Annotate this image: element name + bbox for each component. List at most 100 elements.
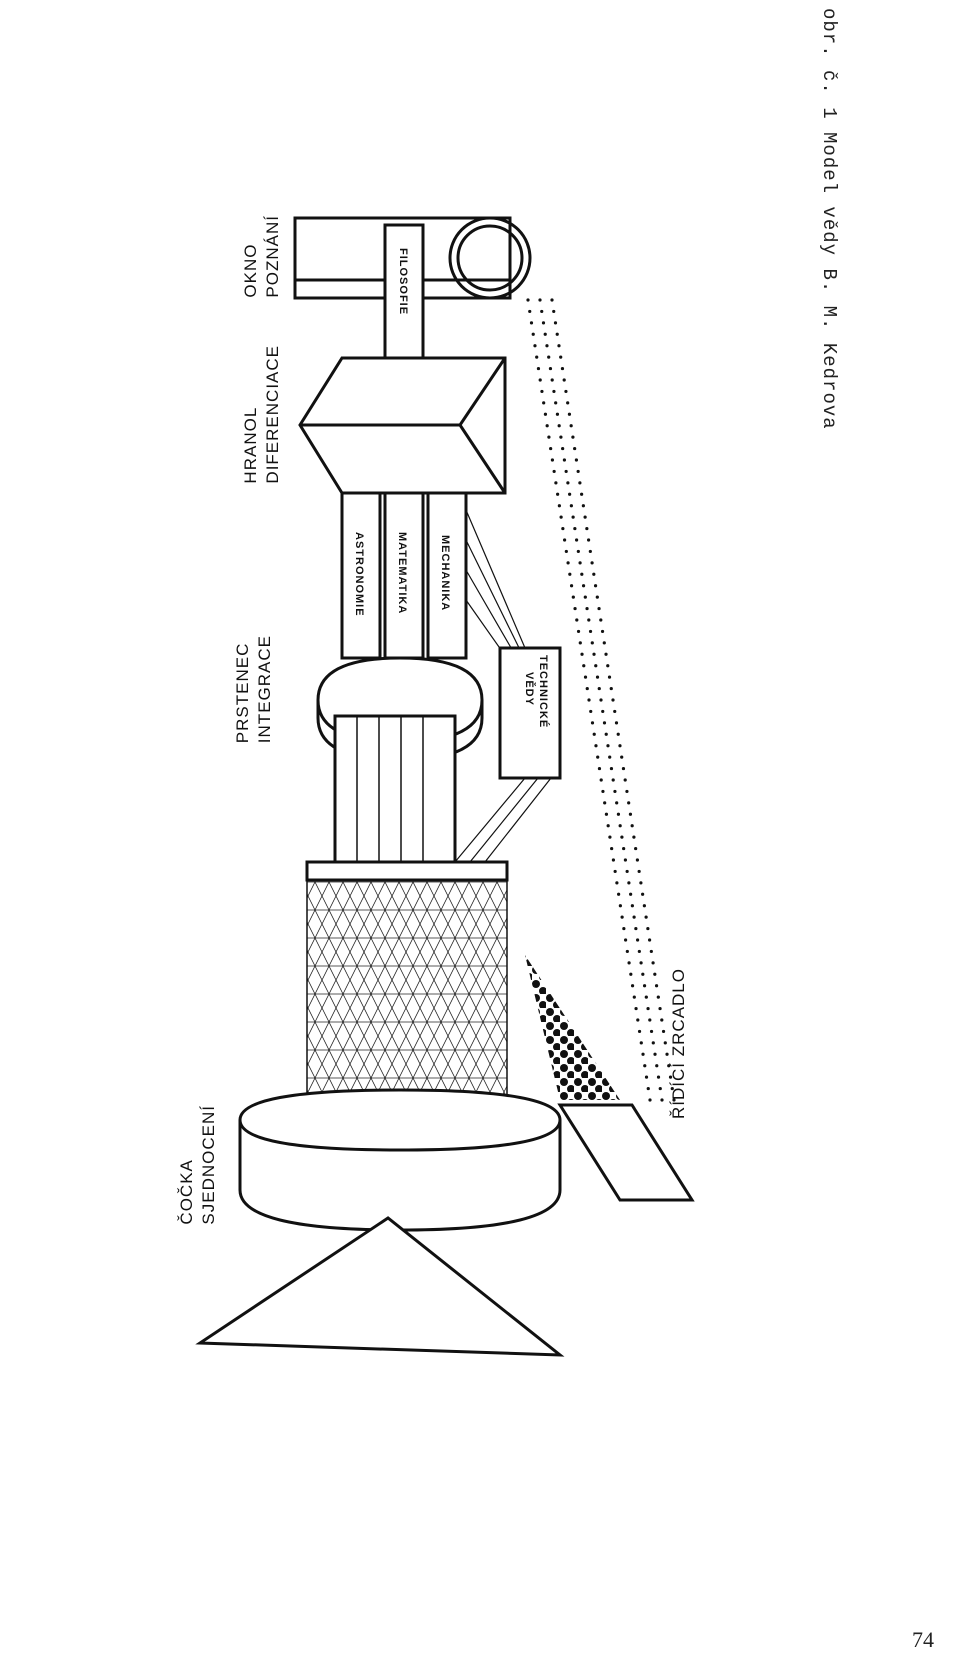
stream-dot: [595, 595, 599, 599]
stream-dot: [658, 1086, 662, 1091]
stream-dot: [618, 744, 622, 748]
hranol-line1: HRANOL: [241, 406, 260, 484]
stream-dot: [613, 869, 617, 874]
ridici-zrcadlo-label: ŘÍDÍCÍ ZRCADLO: [669, 968, 688, 1119]
stream-dot: [554, 401, 558, 405]
stream-dot: [529, 321, 534, 325]
stream-dot: [639, 1041, 643, 1045]
stream-dot: [618, 904, 622, 908]
stream-dot: [568, 572, 572, 576]
stream-dot: [620, 835, 624, 839]
hranol-prism: [298, 356, 507, 495]
stream-dot: [583, 515, 587, 519]
stream-dot: [625, 949, 629, 954]
stream-dot: [620, 755, 624, 759]
stream-dot: [587, 618, 591, 622]
stream-dot: [636, 938, 640, 942]
stream-dot: [627, 961, 631, 965]
vedy-label: VĚDY: [523, 672, 536, 706]
stream-dot: [555, 332, 559, 336]
stream-dot: [625, 869, 629, 874]
stream-dot: [540, 389, 544, 394]
cocka-label: ČOČKA SJEDNOCENÍ: [176, 1105, 220, 1225]
stream-dot: [575, 538, 579, 542]
stream-dot: [634, 1006, 638, 1011]
stream-dot: [538, 378, 542, 382]
prstenec-line2: INTEGRACE: [255, 635, 274, 744]
stream-dot: [632, 915, 636, 919]
stream-dot: [559, 435, 563, 439]
stream-dot: [611, 858, 616, 862]
stream-dot: [660, 1098, 664, 1102]
stream-dot: [603, 801, 607, 805]
stream-dot: [668, 1075, 673, 1079]
stream-dot: [609, 686, 613, 691]
science-bars: [340, 491, 468, 660]
stream-dot: [618, 824, 622, 828]
stream-dot: [608, 835, 612, 839]
stream-dot: [606, 824, 610, 828]
stream-dot: [615, 801, 619, 805]
hranol-line2: DIFERENCIACE: [263, 345, 282, 484]
stream-dot: [599, 778, 603, 782]
stream-dot: [604, 652, 608, 656]
stream-dot: [658, 1006, 662, 1011]
stream-dot: [610, 846, 614, 851]
stream-dot: [569, 584, 574, 588]
stream-dot: [649, 1029, 654, 1034]
stream-dot: [602, 721, 607, 725]
stream-dot: [623, 858, 628, 862]
stream-dot: [548, 366, 553, 371]
stream-dot: [545, 344, 549, 348]
stream-dot: [604, 812, 609, 816]
stream-dot: [573, 606, 577, 611]
stream-dot: [601, 709, 605, 714]
stream-dot: [543, 332, 547, 336]
stream-dot: [600, 629, 605, 634]
integration-column: [333, 714, 457, 864]
stream-dot: [609, 766, 614, 771]
stream-dot: [642, 984, 647, 988]
stream-dot: [644, 995, 648, 999]
stream-dot: [606, 664, 610, 668]
stream-dot: [599, 698, 603, 702]
stream-dot: [629, 892, 633, 896]
mirror-beam-dotted: [525, 955, 620, 1100]
stream-dot: [562, 458, 567, 462]
stream-dot: [550, 458, 555, 462]
stream-dot: [653, 972, 657, 976]
stream-dot: [630, 984, 635, 988]
stream-dot: [613, 789, 617, 794]
stream-dot: [540, 309, 544, 314]
stream-dot: [569, 424, 573, 428]
stream-dot: [555, 412, 560, 416]
stream-dot: [663, 1041, 667, 1045]
stream-dot: [528, 309, 532, 314]
stream-dot: [590, 721, 595, 725]
stream-dot: [550, 378, 554, 382]
stream-dot: [622, 926, 626, 931]
stream-dot: [653, 1052, 657, 1056]
integration-plate: [305, 860, 509, 882]
stream-dot: [526, 298, 530, 302]
stream-dot: [648, 1018, 652, 1022]
stream-dot: [588, 629, 593, 634]
stream-dot: [542, 401, 546, 405]
stream-dot: [614, 721, 619, 725]
stream-dot: [594, 664, 598, 668]
stream-dot: [620, 915, 624, 919]
stream-dot: [553, 321, 558, 325]
stream-dot: [656, 1075, 661, 1079]
stream-dot: [562, 378, 566, 382]
stream-dot: [597, 766, 602, 771]
stream-dot: [627, 881, 631, 885]
stream-dot: [582, 664, 586, 668]
stream-dot: [564, 389, 568, 394]
stream-dot: [595, 675, 600, 679]
stream-dot: [571, 435, 575, 439]
stream-dot: [593, 584, 598, 588]
stream-dot: [583, 595, 587, 599]
figure-caption: obr. č. 1 Model vědy B. M. Kedrova: [818, 8, 840, 430]
stream-dot: [632, 835, 636, 839]
stream-dot: [561, 526, 565, 531]
